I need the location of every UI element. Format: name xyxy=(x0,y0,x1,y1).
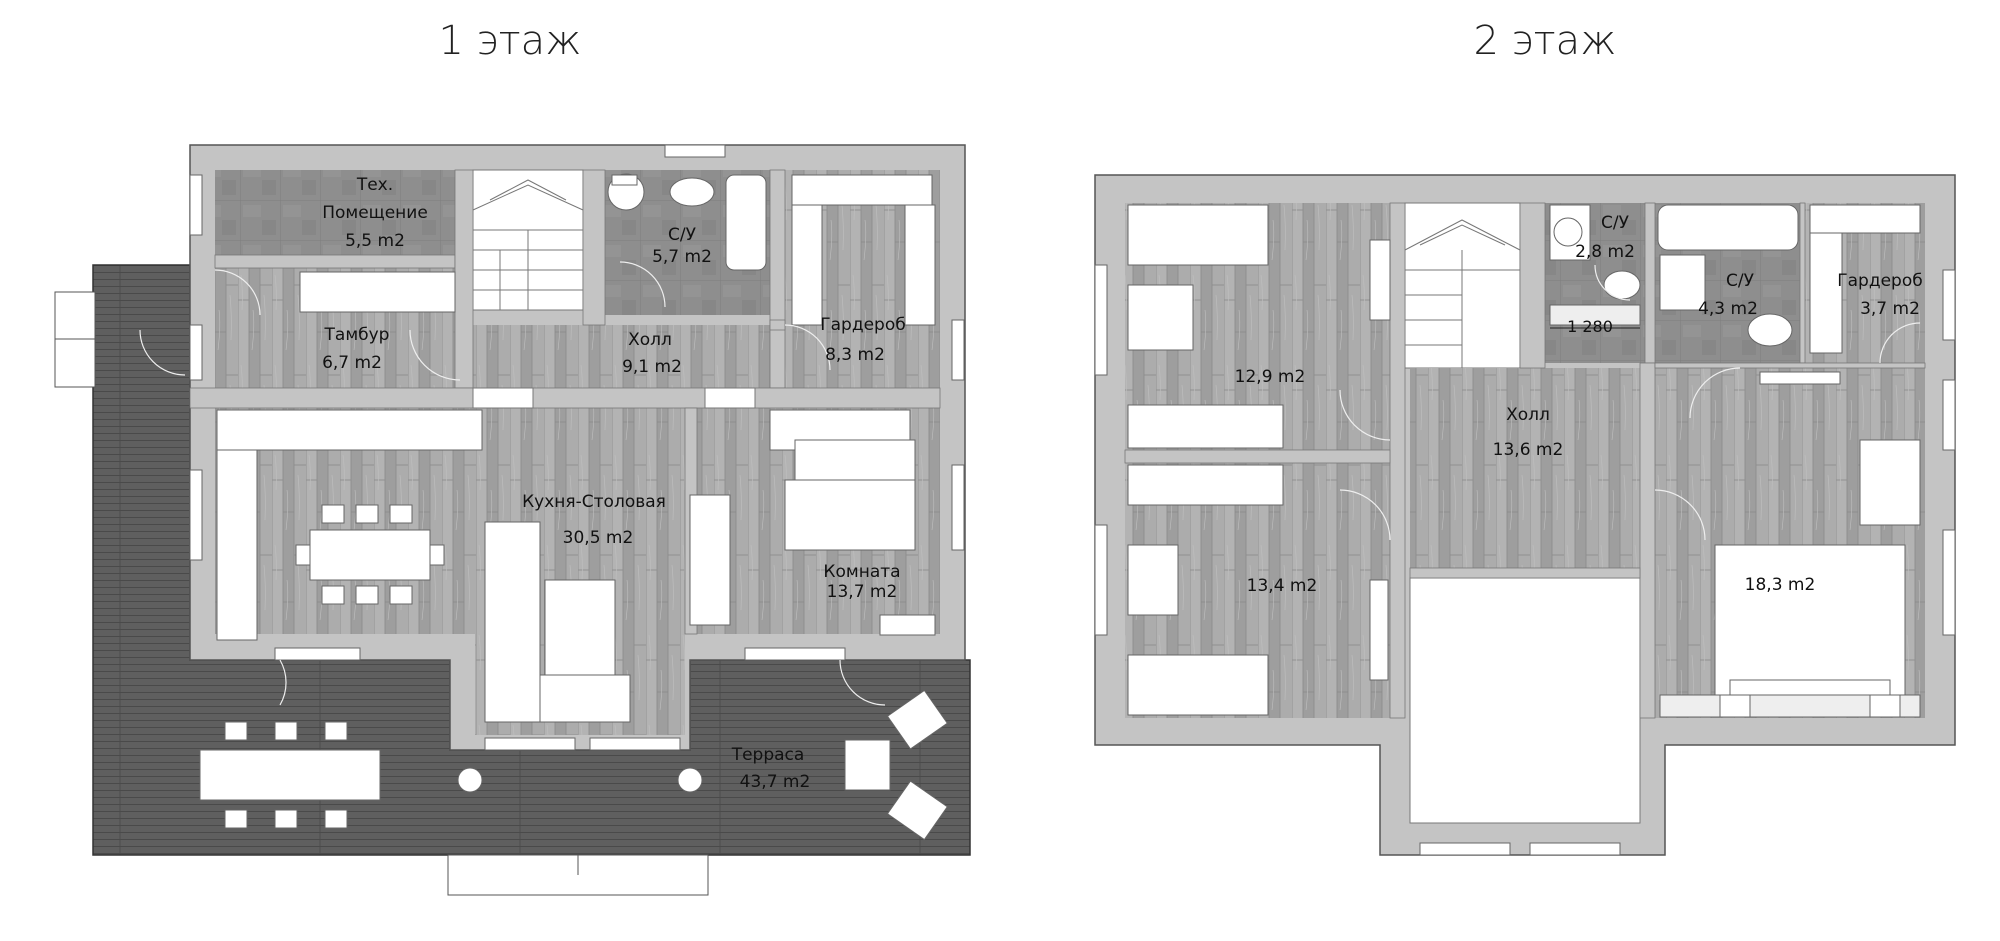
room-bath2-name: С/У xyxy=(1726,271,1755,291)
staircase-2 xyxy=(1404,219,1521,368)
room-kitchen-name: Кухня-Столовая xyxy=(522,492,666,512)
room-bath1-name: С/У xyxy=(668,225,697,245)
floor-2-labels: 12,9 m2 С/У 2,8 m2 С/У 4,3 m2 Гардероб 3… xyxy=(1235,213,1923,596)
furniture-floor-2 xyxy=(1127,204,1921,718)
room-tech-name: Тех. xyxy=(356,175,393,195)
room-wardrobe2-name: Гардероб xyxy=(1837,271,1922,291)
doorway xyxy=(704,387,756,409)
furniture-floor-1 xyxy=(199,173,949,841)
floor-1-partitions xyxy=(189,169,941,635)
void-floor xyxy=(1409,577,1641,824)
staircase-1 xyxy=(472,179,584,310)
room-bedroom1-name: Комната xyxy=(823,562,900,582)
room-wardrobe1-area: 8,3 m2 xyxy=(825,345,885,365)
room-bath1-area: 5,7 m2 xyxy=(652,247,712,267)
room-hall1-name: Холл xyxy=(628,330,672,350)
room-kitchen-area: 30,5 m2 xyxy=(563,528,634,548)
windows-floor-1 xyxy=(189,144,965,751)
floor-1-plan: Тех. Помещение 5,5 m2 С/У 5,7 m2 Тамбур … xyxy=(54,144,971,896)
tech-room-floor xyxy=(215,170,455,255)
room-bathS-name: С/У xyxy=(1601,213,1630,233)
room-bedroomB-area: 13,4 m2 xyxy=(1247,576,1318,596)
floor-2-title: 2 этаж xyxy=(1473,18,1617,64)
hall-1-floor xyxy=(473,325,773,388)
floor-1-labels: Тех. Помещение 5,5 m2 С/У 5,7 m2 Тамбур … xyxy=(322,175,906,792)
room-tambur-area: 6,7 m2 xyxy=(322,353,382,373)
room-bedroomA-area: 12,9 m2 xyxy=(1235,367,1306,387)
room-bathS-area: 2,8 m2 xyxy=(1575,242,1635,262)
room-bedroomC-area: 18,3 m2 xyxy=(1745,575,1816,595)
room-bedroom1-area: 13,7 m2 xyxy=(827,582,898,602)
floor-2-plan: 12,9 m2 С/У 2,8 m2 С/У 4,3 m2 Гардероб 3… xyxy=(1094,174,1956,856)
room-wardrobe1-name: Гардероб xyxy=(820,315,905,335)
doors-floor-2 xyxy=(1339,264,1921,541)
room-hall2-area: 13,6 m2 xyxy=(1493,440,1564,460)
room-terrace-area: 43,7 m2 xyxy=(740,772,811,792)
hall-2-floor xyxy=(1410,368,1640,568)
dimension-label: 1 280 xyxy=(1567,317,1613,336)
room-hall2-name: Холл xyxy=(1506,405,1550,425)
floor-2-partitions xyxy=(1124,202,1926,719)
floor-1-title: 1 этаж xyxy=(438,18,582,64)
room-terrace-name: Терраса xyxy=(731,745,805,765)
room-wardrobe2-area: 3,7 m2 xyxy=(1860,299,1920,319)
room-bath2-area: 4,3 m2 xyxy=(1698,299,1758,319)
windows-floor-2 xyxy=(1094,264,1956,856)
room-tech-line2: Помещение xyxy=(322,203,428,223)
doors-floor-1 xyxy=(139,261,886,706)
doorway xyxy=(472,387,534,409)
room-hall1-area: 9,1 m2 xyxy=(622,357,682,377)
room-tambur-name: Тамбур xyxy=(324,325,390,345)
room-tech-area: 5,5 m2 xyxy=(345,231,405,251)
